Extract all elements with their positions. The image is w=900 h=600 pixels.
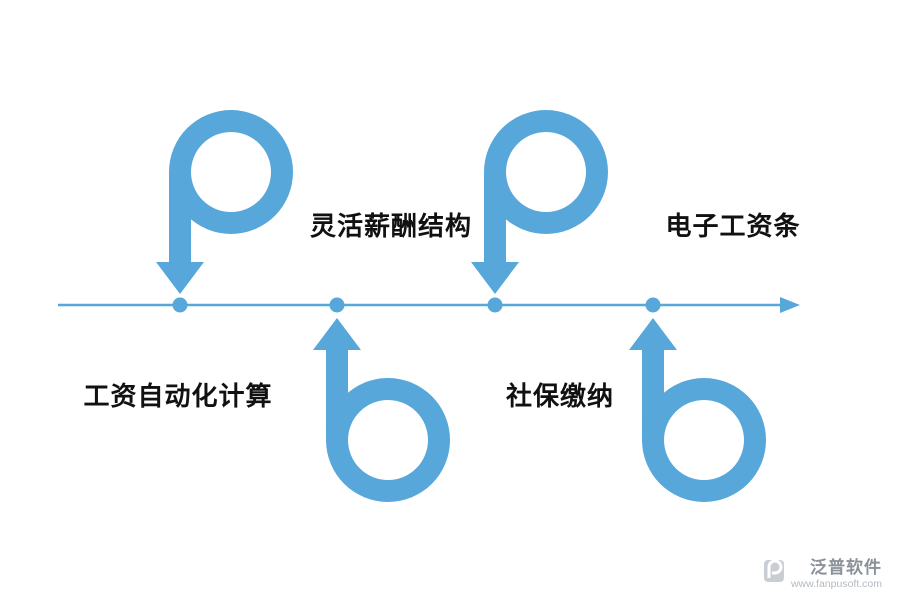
watermark-url: www.fanpusoft.com [790, 578, 882, 591]
timeline-dot [329, 297, 345, 313]
up-arrow-spiral-icon [629, 318, 766, 502]
label-salary-auto-calculation: 工资自动化计算 [83, 381, 273, 411]
down-arrow-spiral-icon [156, 110, 293, 294]
timeline-axis [58, 297, 800, 313]
timeline-dot [645, 297, 661, 313]
label-flexible-salary-structure: 灵活薪酬结构 [309, 211, 473, 241]
timeline-dot [172, 297, 188, 313]
fanpu-logo-icon [763, 559, 784, 582]
up-arrow-spiral-icon [313, 318, 450, 502]
watermark-brand: 泛普软件 [810, 557, 882, 577]
timeline-dots [172, 297, 661, 313]
label-electronic-payslip: 电子工资条 [665, 211, 801, 241]
label-social-insurance-payment: 社保缴纳 [505, 381, 615, 411]
watermark: 泛普软件 www.fanpusoft.com [763, 558, 882, 592]
down-arrow-spiral-icon [471, 110, 608, 294]
timeline-dot [487, 297, 503, 313]
axis-arrowhead-icon [780, 297, 800, 313]
